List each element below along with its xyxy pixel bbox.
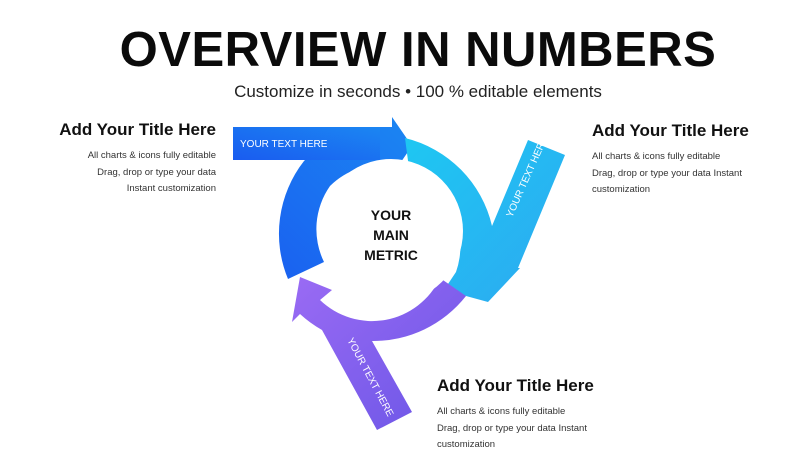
arrow-label: YOUR TEXT HERE (240, 139, 328, 150)
info-block-title: Add Your Title Here (437, 376, 594, 395)
page-title: OVERVIEW IN NUMBERS (119, 23, 717, 77)
info-block-text: All charts & icons fully editable Drag, … (592, 151, 742, 195)
info-block-title: Add Your Title Here (592, 121, 749, 140)
center-metric-word: MAIN (373, 227, 409, 243)
info-block-title: Add Your Title Here (59, 120, 216, 139)
info-block-right: Add Your Title Here All charts & icons f… (592, 121, 762, 199)
info-block-text: All charts & icons fully editable Drag, … (437, 406, 587, 450)
center-metric-label: YOUR MAIN METRIC (331, 205, 451, 265)
center-metric-word: METRIC (364, 247, 418, 263)
info-block-left: Add Your Title Here All charts & icons f… (58, 120, 216, 198)
center-metric-word: YOUR (370, 207, 412, 223)
page-subtitle: Customize in seconds • 100 % editable el… (234, 82, 602, 101)
info-block-bottom: Add Your Title Here All charts & icons f… (437, 376, 607, 454)
center-circle (319, 159, 463, 303)
cycle-arrow-blue: YOUR TEXT HERE (233, 117, 412, 279)
info-block-text: All charts & icons fully editable Drag, … (87, 150, 216, 194)
